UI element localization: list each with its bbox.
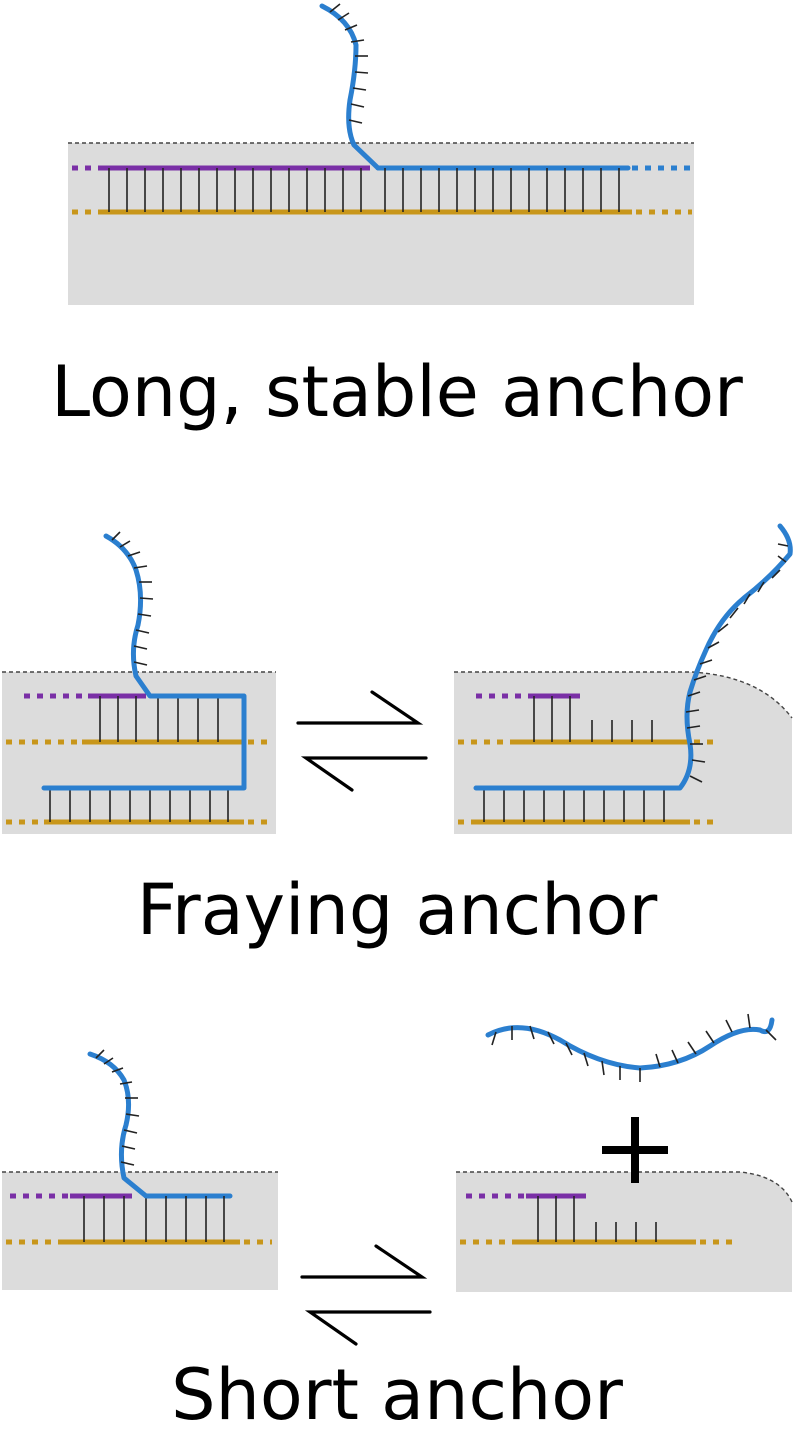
- panel-fraying-anchor: [2, 523, 793, 834]
- panel-short-anchor: [2, 1013, 793, 1346]
- short-right-state: [456, 1171, 793, 1292]
- plus-sign: [602, 1117, 668, 1183]
- caption-long-stable-anchor: Long, stable anchor: [51, 351, 743, 433]
- fraying-left-state: [2, 531, 276, 834]
- panel-long-stable-anchor: [68, 3, 694, 305]
- released-strand: [485, 1013, 777, 1082]
- equilibrium-arrows: [296, 690, 428, 792]
- equilibrium-arrows: [300, 1244, 432, 1346]
- fraying-right-state: [454, 523, 793, 834]
- caption-fraying-anchor: Fraying anchor: [136, 869, 658, 951]
- caption-short-anchor: Short anchor: [171, 1354, 623, 1436]
- short-left-state: [2, 1049, 278, 1290]
- blue-strand-free: [319, 3, 381, 171]
- base-pairs: [108, 168, 620, 212]
- single-strand-bases: [329, 3, 369, 124]
